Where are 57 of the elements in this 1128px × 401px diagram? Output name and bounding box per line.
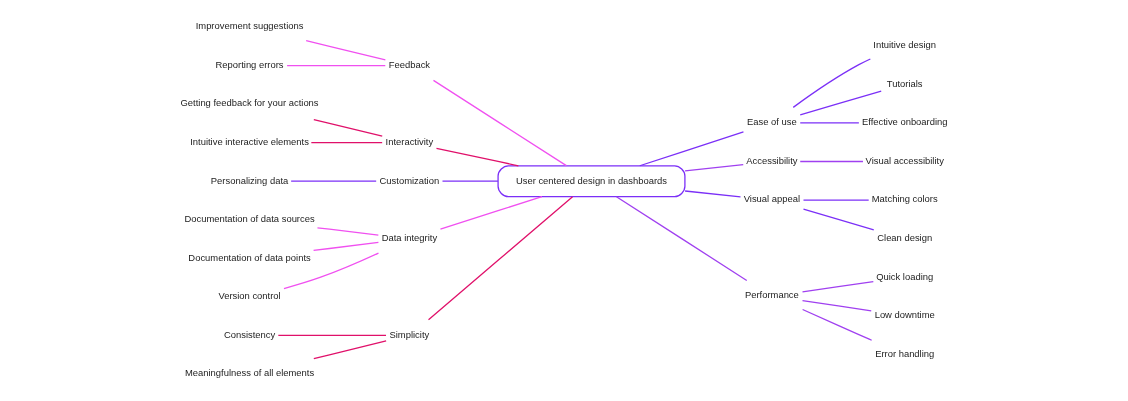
node-text: Ease of use	[746, 116, 797, 128]
node-text: Interactivity	[385, 136, 433, 148]
node-text: Documentation of data points	[187, 251, 311, 263]
connector	[277, 334, 387, 337]
connector	[799, 90, 882, 116]
connector	[683, 163, 744, 172]
node-text: Personalizing data	[210, 174, 288, 186]
connector	[312, 241, 379, 252]
node-text: Clean design	[876, 232, 932, 244]
connector	[441, 180, 499, 182]
connector	[801, 280, 874, 293]
connector	[792, 58, 871, 108]
connector	[427, 196, 573, 321]
node-text: Quick loading	[875, 270, 933, 282]
connector	[435, 147, 519, 167]
node-text: Visual appeal	[743, 193, 800, 205]
connector	[799, 122, 859, 124]
connector	[316, 227, 379, 236]
node-text: Visual accessibility	[865, 154, 944, 166]
connector	[615, 196, 747, 282]
connector	[312, 340, 387, 360]
connector	[310, 142, 383, 144]
node-text: Customization	[379, 174, 439, 186]
node-text: Intuitive design	[872, 39, 936, 51]
connector	[638, 131, 744, 167]
connector	[801, 308, 872, 341]
node-text: Tutorials	[886, 77, 923, 89]
node-text: Improvement suggestions	[195, 20, 303, 32]
node-text: Documentation of data sources	[183, 213, 315, 225]
node-text: Getting feedback for your actions	[180, 97, 319, 109]
connector	[312, 118, 383, 137]
node-text: Consistency	[223, 328, 275, 340]
node-text: Error handling	[874, 347, 934, 359]
connector	[285, 64, 386, 67]
connector	[801, 299, 872, 312]
node-text: Feedback	[388, 58, 430, 70]
connector	[305, 39, 386, 61]
node-text: Reporting errors	[215, 58, 284, 70]
node-box: User centered design in dashboards	[496, 165, 686, 198]
node-text: Accessibility	[745, 154, 798, 166]
node-text: Simplicity	[389, 328, 429, 340]
node-text: Matching colors	[871, 193, 938, 205]
node-text: Meaningfulness of all elements	[184, 367, 314, 379]
connector	[683, 190, 741, 198]
node-text: Low downtime	[874, 309, 935, 321]
connector	[799, 160, 864, 163]
node-text: Effective onboarding	[861, 116, 948, 128]
connector	[802, 208, 874, 231]
connector	[282, 252, 379, 290]
node-text: Intuitive interactive elements	[189, 136, 309, 148]
connector	[802, 199, 869, 201]
node-text: Data integrity	[381, 232, 437, 244]
node-text: Version control	[217, 290, 281, 302]
connector	[439, 196, 543, 230]
connector	[432, 79, 567, 167]
connector	[290, 180, 377, 182]
node-text: Performance	[744, 289, 799, 301]
